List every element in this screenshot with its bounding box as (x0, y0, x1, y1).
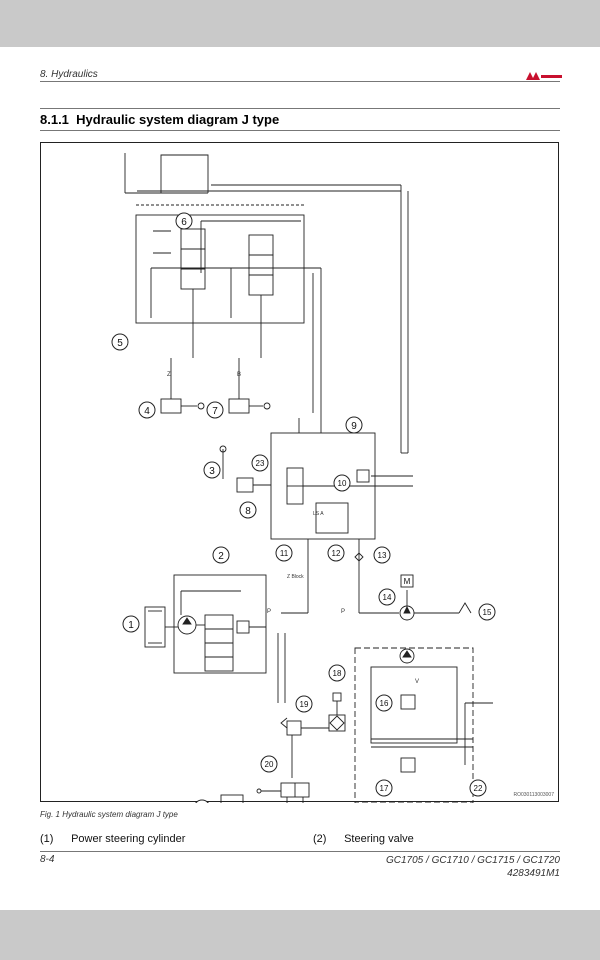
drawing-id: RO030113003007 (513, 792, 555, 798)
heading-number: 8.1.1 (40, 112, 69, 127)
section-header: 8. Hydraulics (40, 69, 98, 80)
suction-strainer (458, 602, 472, 614)
model-list: GC1705 / GC1710 / GC1715 / GC1720 (386, 855, 560, 866)
brake-actuator (220, 794, 244, 803)
lift-cylinder (160, 398, 182, 414)
legend-item-2: (2) Steering valve (313, 833, 414, 845)
legend-number: (1) (40, 833, 54, 845)
hydraulic-schematic (124, 153, 493, 803)
figure-caption: Fig. 1 Hydraulic system diagram J type (40, 810, 178, 819)
heading-title: Hydraulic system diagram J type (76, 112, 280, 127)
hydraulic-diagram: 6 5 4 7 9 3 23 10 8 2 11 12 13 1 14 15 1… (40, 142, 559, 803)
power-steering-cylinder (144, 606, 166, 648)
control-valve-block (135, 214, 305, 324)
return-filter (328, 714, 346, 732)
legend-item-1: (1) Power steering cylinder (40, 833, 185, 845)
pump-motor (400, 574, 414, 588)
legend-label: Power steering cylinder (71, 833, 186, 845)
tilt-cylinder (228, 398, 250, 414)
page-number: 8-4 (40, 854, 55, 865)
oil-tank (160, 154, 209, 193)
check-valve (286, 720, 302, 736)
legend-number: (2) (313, 833, 327, 845)
legend-label: Steering valve (344, 833, 414, 845)
part-number: 4283491M1 (507, 868, 560, 879)
heading-top-rule (40, 108, 560, 109)
header-rule (40, 81, 560, 82)
travel-circuit (354, 647, 474, 803)
section-heading: 8.1.1 Hydraulic system diagram J type (40, 112, 279, 127)
steering-valve (173, 574, 267, 674)
manual-page: 8. Hydraulics 8.1.1 Hydraulic system dia… (0, 47, 600, 910)
heading-bottom-rule (40, 130, 560, 131)
footer-rule (40, 851, 560, 852)
brand-logo (526, 72, 562, 80)
footer-info: GC1705 / GC1710 / GC1715 / GC1720 428349… (386, 854, 560, 880)
